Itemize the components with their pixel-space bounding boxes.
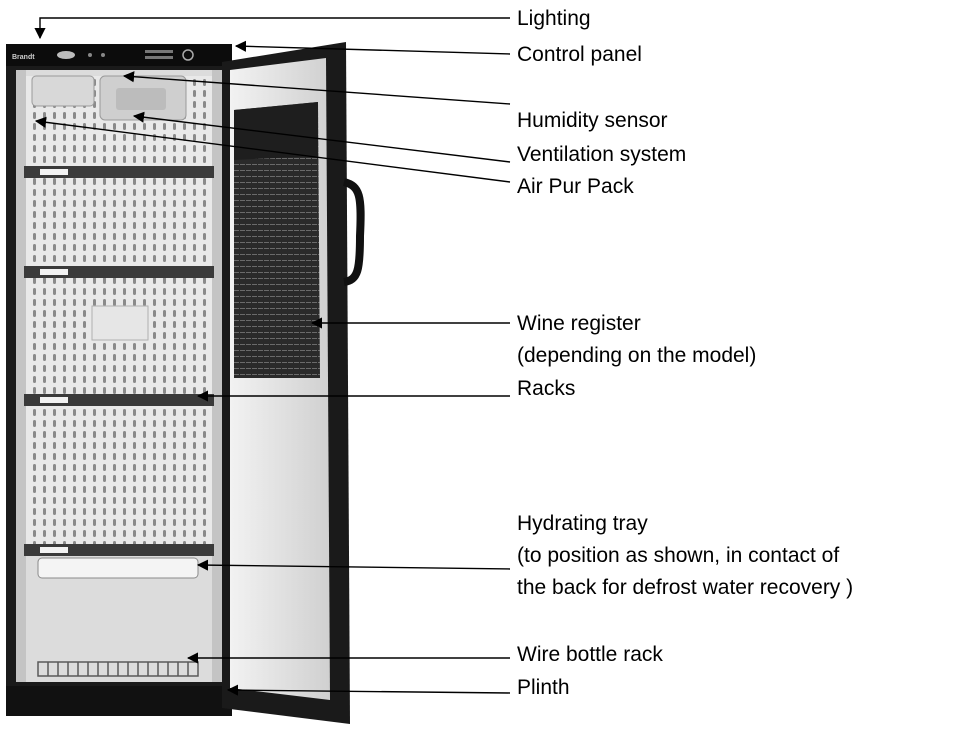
label-humidity-sensor: Humidity sensor xyxy=(517,109,668,132)
rack xyxy=(24,266,214,278)
power-icon xyxy=(182,49,194,61)
plinth xyxy=(6,686,232,716)
air-pur-pack xyxy=(31,75,95,107)
panel-dot-icon xyxy=(88,53,92,57)
label-hydrating-tray-note1: (to position as shown, in contact of xyxy=(517,544,840,567)
panel-dot-icon xyxy=(101,53,105,57)
back-wall-plate xyxy=(91,305,149,341)
left-side-wall xyxy=(16,70,26,682)
panel-indicators xyxy=(145,50,173,53)
leader-lines xyxy=(34,17,511,696)
leader-humidity-sensor xyxy=(122,71,511,105)
rack xyxy=(24,394,214,406)
right-side-wall xyxy=(212,70,222,682)
label-hydrating-tray: Hydrating tray xyxy=(517,512,648,535)
rack-label xyxy=(40,547,68,553)
panel-indicators xyxy=(145,56,173,59)
label-wire-bottle-rack: Wire bottle rack xyxy=(517,643,663,666)
leader-air-pur-pack xyxy=(34,116,511,183)
rack xyxy=(24,544,214,556)
label-hydrating-tray-note2: the back for defrost water recovery ) xyxy=(517,576,854,599)
label-wine-register-note: (depending on the model) xyxy=(517,344,757,367)
open-door xyxy=(222,42,365,724)
label-air-pur-pack: Air Pur Pack xyxy=(517,175,634,198)
wire-bottle-rack xyxy=(37,661,199,677)
hydrating-tray xyxy=(37,557,199,579)
label-lighting: Lighting xyxy=(517,7,591,30)
leader-lighting xyxy=(34,17,510,40)
leader-hydrating-tray xyxy=(196,559,511,571)
leader-ventilation-system xyxy=(132,111,511,163)
leader-plinth xyxy=(226,684,511,696)
logo-emblem xyxy=(57,51,75,59)
rack-label xyxy=(40,169,68,175)
ventilation-fan xyxy=(116,88,166,110)
brand-logo: Brandt xyxy=(12,54,35,61)
rack-label xyxy=(40,269,68,275)
label-racks: Racks xyxy=(517,377,576,400)
wine-register xyxy=(234,102,320,378)
control-panel xyxy=(6,44,232,66)
label-wine-register: Wine register xyxy=(517,312,641,335)
leader-control-panel xyxy=(234,40,511,55)
rack-label xyxy=(40,397,68,403)
rack xyxy=(24,166,214,178)
cabinet-body: Brandt xyxy=(6,44,232,716)
label-ventilation-system: Ventilation system xyxy=(517,143,687,166)
label-control-panel: Control panel xyxy=(517,43,642,66)
label-plinth: Plinth xyxy=(517,676,570,699)
wine-register-header xyxy=(234,102,318,160)
door-handle xyxy=(342,178,365,286)
